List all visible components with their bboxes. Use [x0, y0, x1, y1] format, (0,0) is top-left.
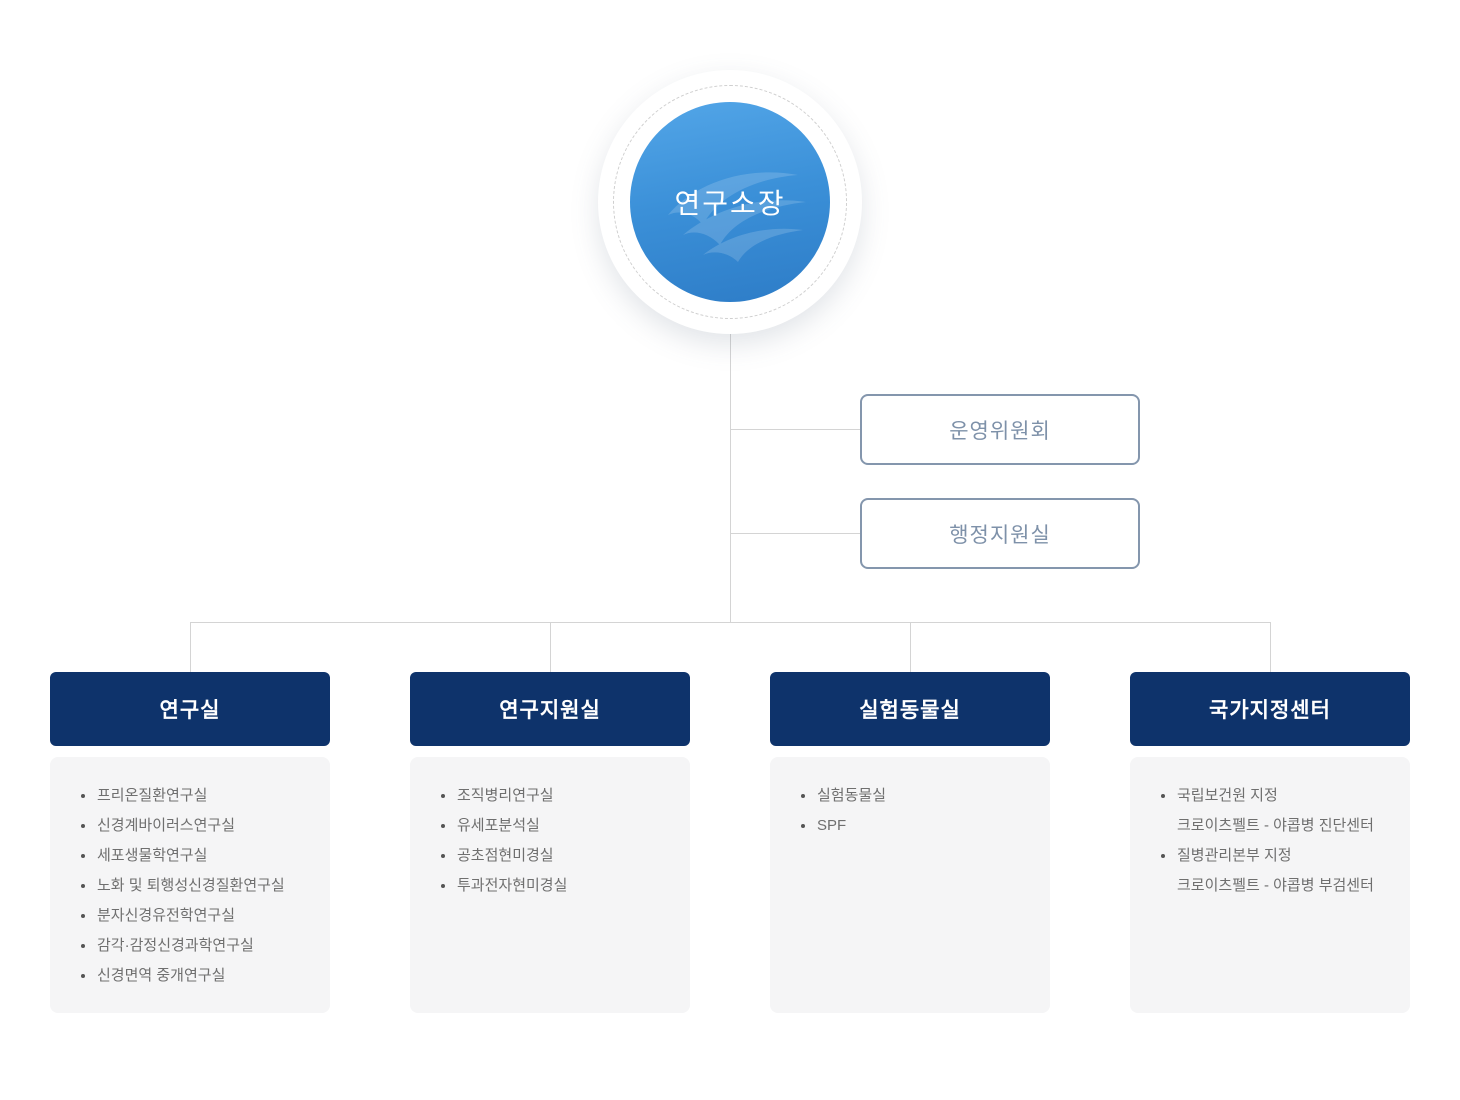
list-item: 국립보건원 지정 크로이츠펠트 - 야콥병 진단센터	[1160, 781, 1402, 841]
list-item: 투과전자현미경실	[440, 871, 682, 901]
dept-list: 실험동물실 SPF	[770, 757, 1050, 841]
connector-branch-committee-1	[730, 533, 860, 534]
dept-panel-research-labs: 프리온질환연구실 신경계바이러스연구실 세포생물학연구실 노화 및 퇴행성신경질…	[50, 757, 330, 1013]
swirl-logo-watermark-icon	[668, 172, 806, 262]
list-item: 프리온질환연구실	[80, 781, 322, 811]
list-item: 실험동물실	[800, 781, 1042, 811]
committee-box-admin-support: 행정지원실	[860, 498, 1140, 569]
director-circle: 연구소장	[630, 102, 830, 302]
dept-panel-research-support: 조직병리연구실 유세포분석실 공초점현미경실 투과전자현미경실	[410, 757, 690, 1013]
connector-stub-dept-3	[1270, 622, 1271, 672]
connector-stub-dept-2	[910, 622, 911, 672]
connector-stub-dept-1	[550, 622, 551, 672]
dept-list: 국립보건원 지정 크로이츠펠트 - 야콥병 진단센터 질병관리본부 지정 크로이…	[1130, 757, 1410, 901]
list-item: 유세포분석실	[440, 811, 682, 841]
list-item: 세포생물학연구실	[80, 841, 322, 871]
dashed-ring	[613, 85, 847, 319]
list-item: 신경면역 중개연구실	[80, 961, 322, 991]
director-node: 연구소장	[598, 70, 862, 334]
dept-label: 연구실	[159, 699, 221, 722]
dept-header-research-support: 연구지원실	[410, 672, 690, 746]
list-item: SPF	[800, 811, 1042, 841]
dept-list: 조직병리연구실 유세포분석실 공초점현미경실 투과전자현미경실	[410, 757, 690, 901]
list-item: 공초점현미경실	[440, 841, 682, 871]
list-item: 노화 및 퇴행성신경질환연구실	[80, 871, 322, 901]
connector-stub-dept-0	[190, 622, 191, 672]
committee-label: 행정지원실	[949, 523, 1051, 547]
connector-departments-horizontal	[190, 622, 1271, 623]
connector-branch-committee-0	[730, 429, 860, 430]
dept-header-lab-animal: 실험동물실	[770, 672, 1050, 746]
list-item-text: 국립보건원 지정	[1177, 787, 1278, 804]
list-item-subtext: 크로이츠펠트 - 야콥병 부검센터	[1177, 877, 1374, 894]
dept-label: 연구지원실	[499, 699, 601, 722]
dept-list: 프리온질환연구실 신경계바이러스연구실 세포생물학연구실 노화 및 퇴행성신경질…	[50, 757, 330, 991]
dept-panel-lab-animal: 실험동물실 SPF	[770, 757, 1050, 1013]
list-item: 감각·감정신경과학연구실	[80, 931, 322, 961]
committee-box-operating: 운영위원회	[860, 394, 1140, 465]
connector-director-vertical	[730, 333, 731, 622]
list-item: 신경계바이러스연구실	[80, 811, 322, 841]
list-item-text: 질병관리본부 지정	[1177, 847, 1292, 864]
dept-header-national-center: 국가지정센터	[1130, 672, 1410, 746]
dept-label: 실험동물실	[859, 699, 961, 722]
list-item-subtext: 크로이츠펠트 - 야콥병 진단센터	[1177, 817, 1374, 834]
dept-header-research-labs: 연구실	[50, 672, 330, 746]
dept-label: 국가지정센터	[1209, 699, 1331, 722]
list-item: 분자신경유전학연구실	[80, 901, 322, 931]
committee-label: 운영위원회	[949, 419, 1051, 443]
dept-panel-national-center: 국립보건원 지정 크로이츠펠트 - 야콥병 진단센터 질병관리본부 지정 크로이…	[1130, 757, 1410, 1013]
director-label: 연구소장	[674, 188, 786, 219]
list-item: 조직병리연구실	[440, 781, 682, 811]
list-item: 질병관리본부 지정 크로이츠펠트 - 야콥병 부검센터	[1160, 841, 1402, 901]
